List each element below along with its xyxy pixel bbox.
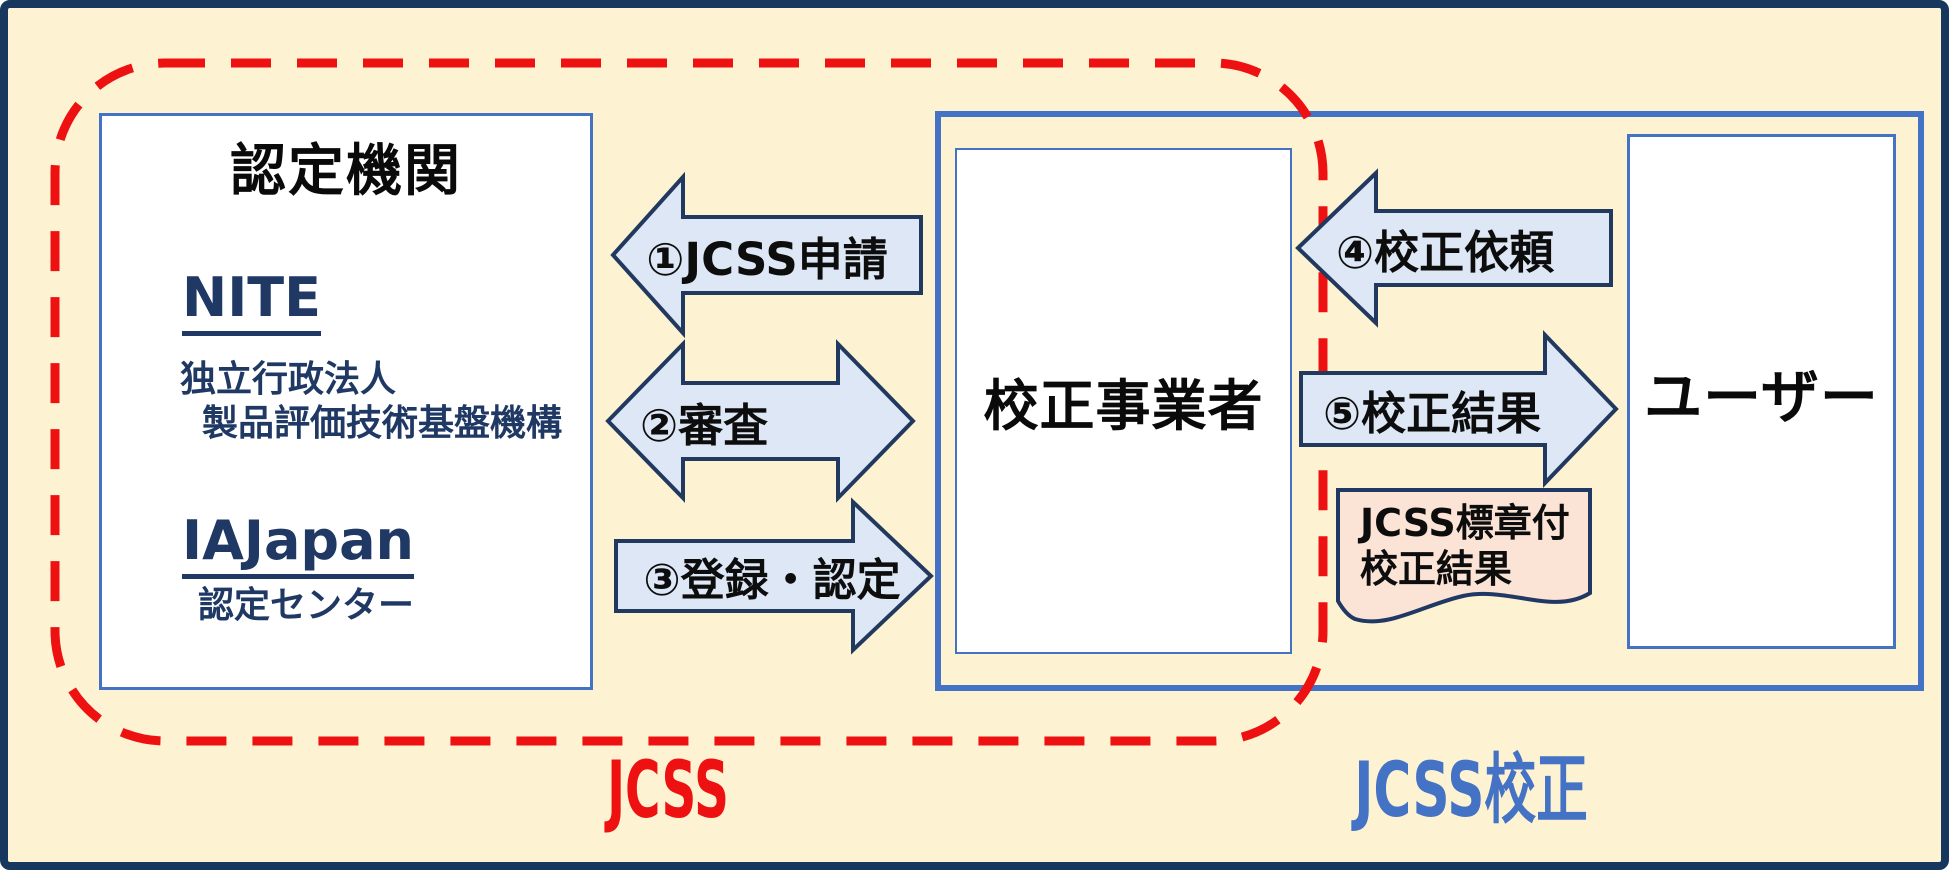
- jcss-calibration-region-label: JCSS校正: [1354, 745, 1588, 834]
- document-text-line1: JCSS標章付: [1360, 501, 1570, 545]
- jcss-region-label: JCSS: [607, 746, 729, 836]
- iajapan-description: 認定センター: [198, 585, 415, 626]
- accreditation-body-box: 認定機関 NITE 独立行政法人 製品評価技術基盤機構 IAJapan 認定セン…: [99, 113, 593, 690]
- arrow-5-label: ⑤校正結果: [1323, 386, 1542, 440]
- iajapan-name: IAJapan: [182, 514, 414, 579]
- calibration-provider-label: 校正事業者: [983, 374, 1264, 438]
- nite-name: NITE: [182, 271, 322, 336]
- accreditation-box-title: 認定機関: [230, 139, 462, 204]
- nite-description-line2: 製品評価技術基盤機構: [202, 403, 563, 444]
- arrow-2-label: ②審査: [640, 398, 769, 452]
- nite-description: 独立行政法人 製品評価技術基盤機構: [180, 358, 562, 446]
- arrow-1-label: ①JCSS申請: [646, 232, 888, 286]
- document-text-line2: 校正結果: [1360, 547, 1513, 591]
- arrow-4-label: ④校正依頼: [1336, 225, 1555, 279]
- user-box: ユーザー: [1627, 134, 1896, 649]
- user-label: ユーザー: [1644, 362, 1879, 431]
- jcss-marked-result-document-text: JCSS標章付 校正結果: [1360, 500, 1570, 592]
- nite-description-line1: 独立行政法人: [180, 359, 397, 400]
- arrow-3-label: ③登録・認定: [643, 555, 901, 606]
- calibration-provider-box: 校正事業者: [955, 148, 1292, 654]
